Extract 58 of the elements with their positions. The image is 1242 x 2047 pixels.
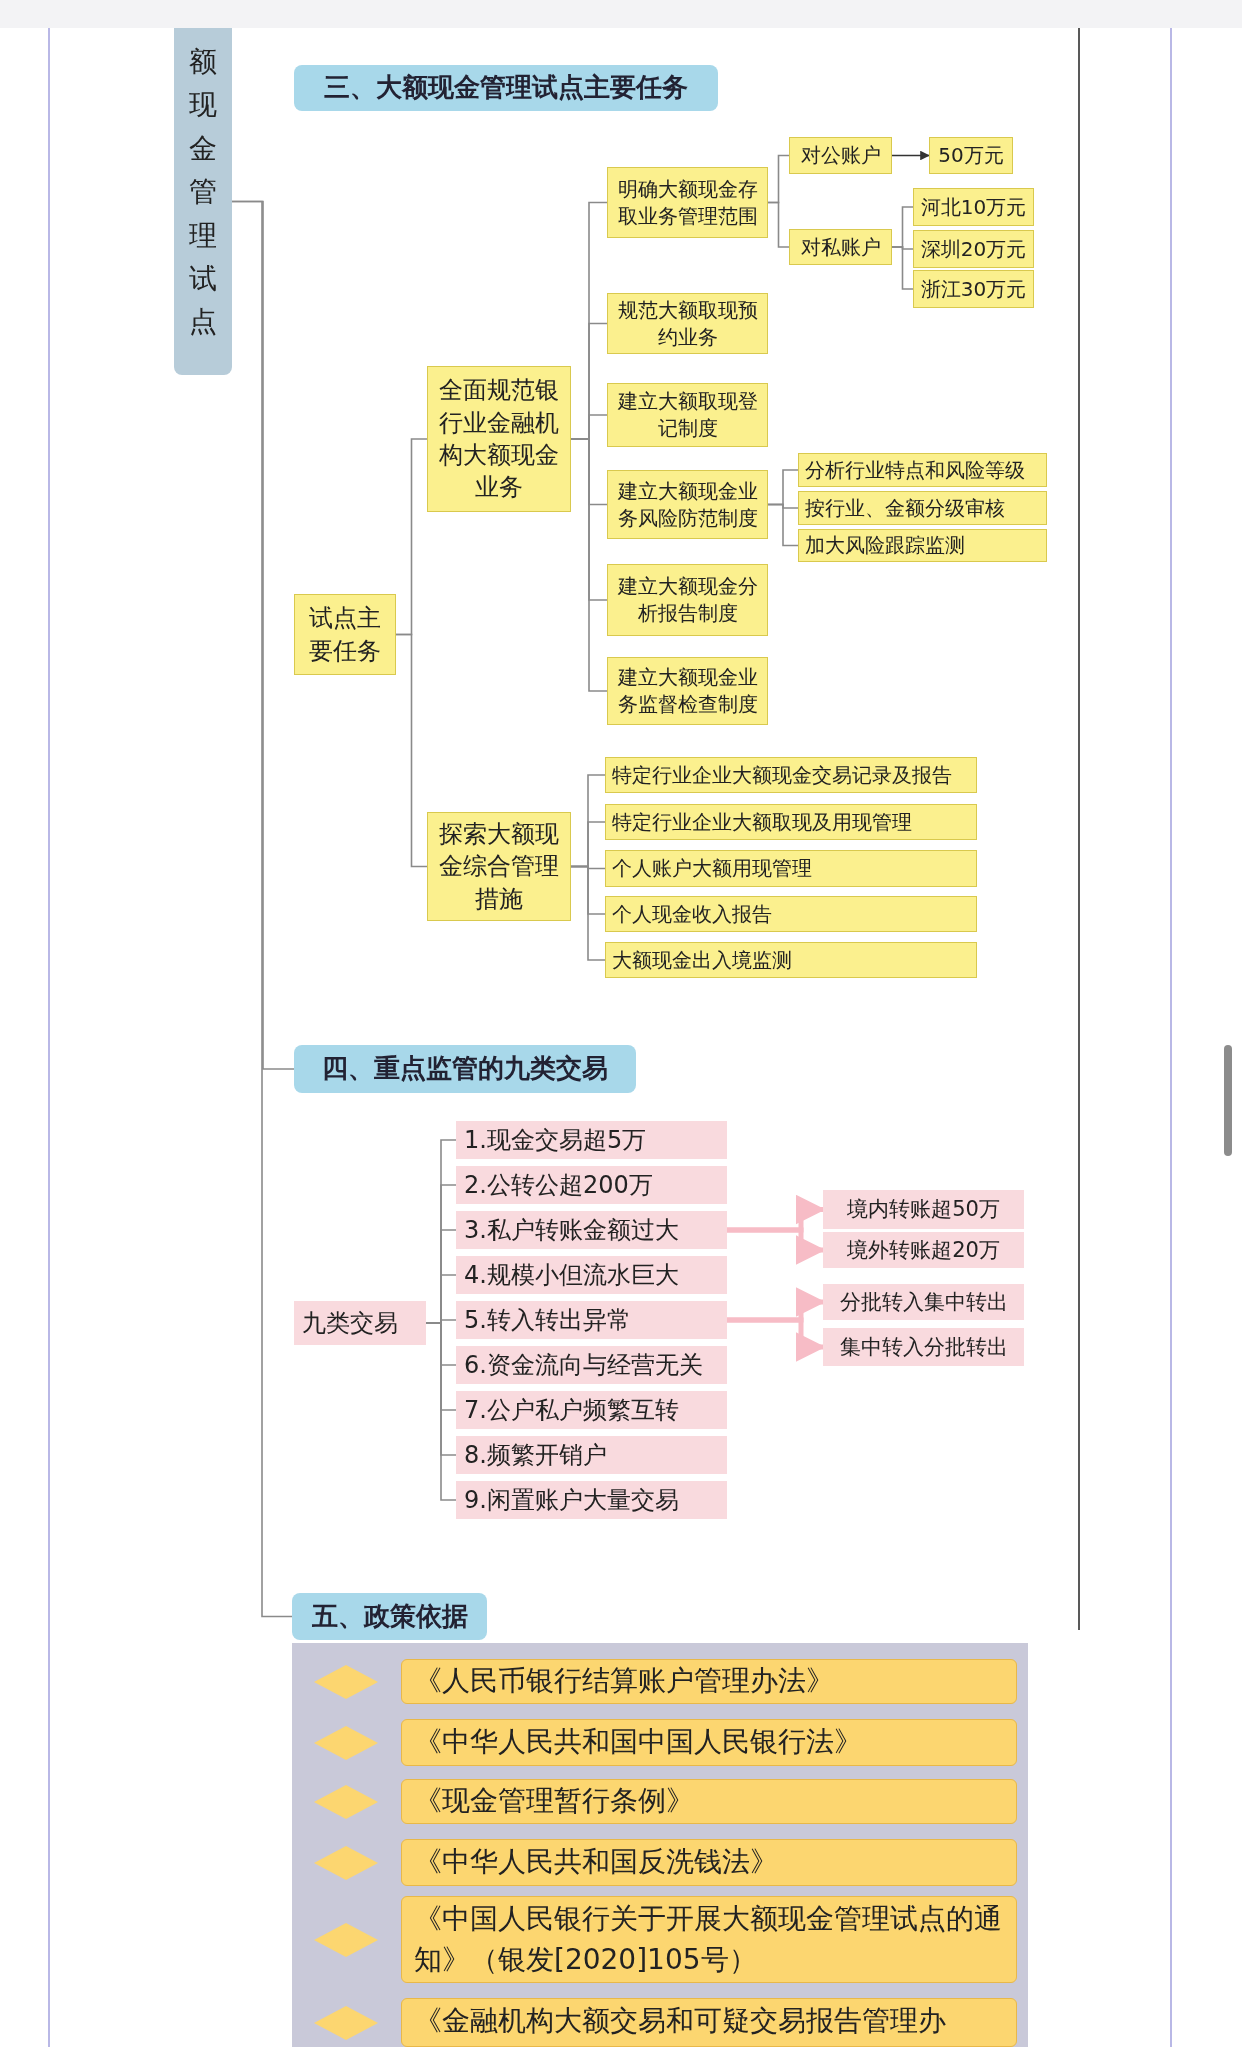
topic-box: 分批转入集中转出 <box>823 1284 1024 1320</box>
top-bar <box>0 0 1242 28</box>
topic-box: 规范大额取现预约业务 <box>607 293 768 354</box>
connector-line <box>891 246 914 290</box>
arrow <box>891 150 930 161</box>
topic-box: 特定行业企业大额取现及用现管理 <box>605 804 977 840</box>
topic-box: 明确大额现金存取业务管理范围 <box>607 167 768 238</box>
policy-box: 《人民币银行结算账户管理办法》 <box>401 1659 1017 1704</box>
topic-box: 建立大额取现登记制度 <box>607 383 768 447</box>
topic-box: 建立大额现金业务风险防范制度 <box>607 470 768 539</box>
topic-box: 个人现金收入报告 <box>605 896 977 932</box>
topic-box: 6.资金流向与经营无关 <box>456 1346 727 1384</box>
topic-box: 深圳20万元 <box>913 230 1034 268</box>
topic-box: 试点主要任务 <box>294 594 396 675</box>
topic-box: 对公账户 <box>789 137 892 174</box>
topic-box: 5.转入转出异常 <box>456 1301 727 1339</box>
topic-box: 分析行业特点和风险等级 <box>798 453 1047 487</box>
topic-box: 3.私户转账金额过大 <box>456 1211 727 1249</box>
connector-line <box>231 200 293 1618</box>
topic-box: 特定行业企业大额现金交易记录及报告 <box>605 757 977 793</box>
topic-box: 加大风险跟踪监测 <box>798 529 1047 562</box>
topic-box: 浙江30万元 <box>913 270 1034 308</box>
topic-box: 境内转账超50万 <box>823 1190 1024 1229</box>
topic-box: 按行业、金额分级审核 <box>798 491 1047 525</box>
panel-background <box>292 1643 1028 2047</box>
topic-box: 50万元 <box>929 137 1013 174</box>
section-heading: 四、重点监管的九类交易 <box>294 1045 636 1093</box>
topic-box: 九类交易 <box>294 1301 426 1345</box>
topic-box: 全面规范银行业金融机构大额现金业务 <box>427 366 571 512</box>
topic-box: 建立大额现金分析报告制度 <box>607 564 768 636</box>
topic-band: 额现金管理试点 <box>174 28 232 375</box>
policy-box: 《中国人民银行关于开展大额现金管理试点的通知》（银发[2020]105号） <box>401 1896 1017 1983</box>
topic-box: 境外转账超20万 <box>823 1232 1024 1268</box>
connector-line <box>570 438 608 692</box>
topic-box: 4.规模小但流水巨大 <box>456 1256 727 1294</box>
policy-box: 《金融机构大额交易和可疑交易报告管理办 <box>401 1998 1017 2047</box>
policy-box: 《现金管理暂行条例》 <box>401 1779 1017 1824</box>
connector-line <box>570 865 606 961</box>
topic-box: 大额现金出入境监测 <box>605 942 977 978</box>
topic-box: 集中转入分批转出 <box>823 1328 1024 1366</box>
connector-line <box>425 1322 457 1501</box>
topic-box: 探索大额现金综合管理措施 <box>427 812 571 921</box>
topic-box: 河北10万元 <box>913 188 1034 226</box>
section-heading: 五、政策依据 <box>292 1593 487 1640</box>
policy-box: 《中华人民共和国中国人民银行法》 <box>401 1719 1017 1766</box>
topic-box: 8.频繁开销户 <box>456 1436 727 1474</box>
connector-line <box>767 201 790 248</box>
topic-box: 9.闲置账户大量交易 <box>456 1481 727 1519</box>
connector-line <box>395 633 428 868</box>
section-heading: 三、大额现金管理试点主要任务 <box>294 65 718 111</box>
connector-line <box>767 503 799 547</box>
policy-box: 《中华人民共和国反洗钱法》 <box>401 1839 1017 1886</box>
topic-box: 个人账户大额用现管理 <box>605 850 977 887</box>
topic-box: 对私账户 <box>789 229 892 265</box>
topic-box: 1.现金交易超5万 <box>456 1121 727 1159</box>
topic-box: 2.公转公超200万 <box>456 1166 727 1204</box>
topic-box: 7.公户私户频繁互转 <box>456 1391 727 1429</box>
topic-box: 建立大额现金业务监督检查制度 <box>607 657 768 725</box>
